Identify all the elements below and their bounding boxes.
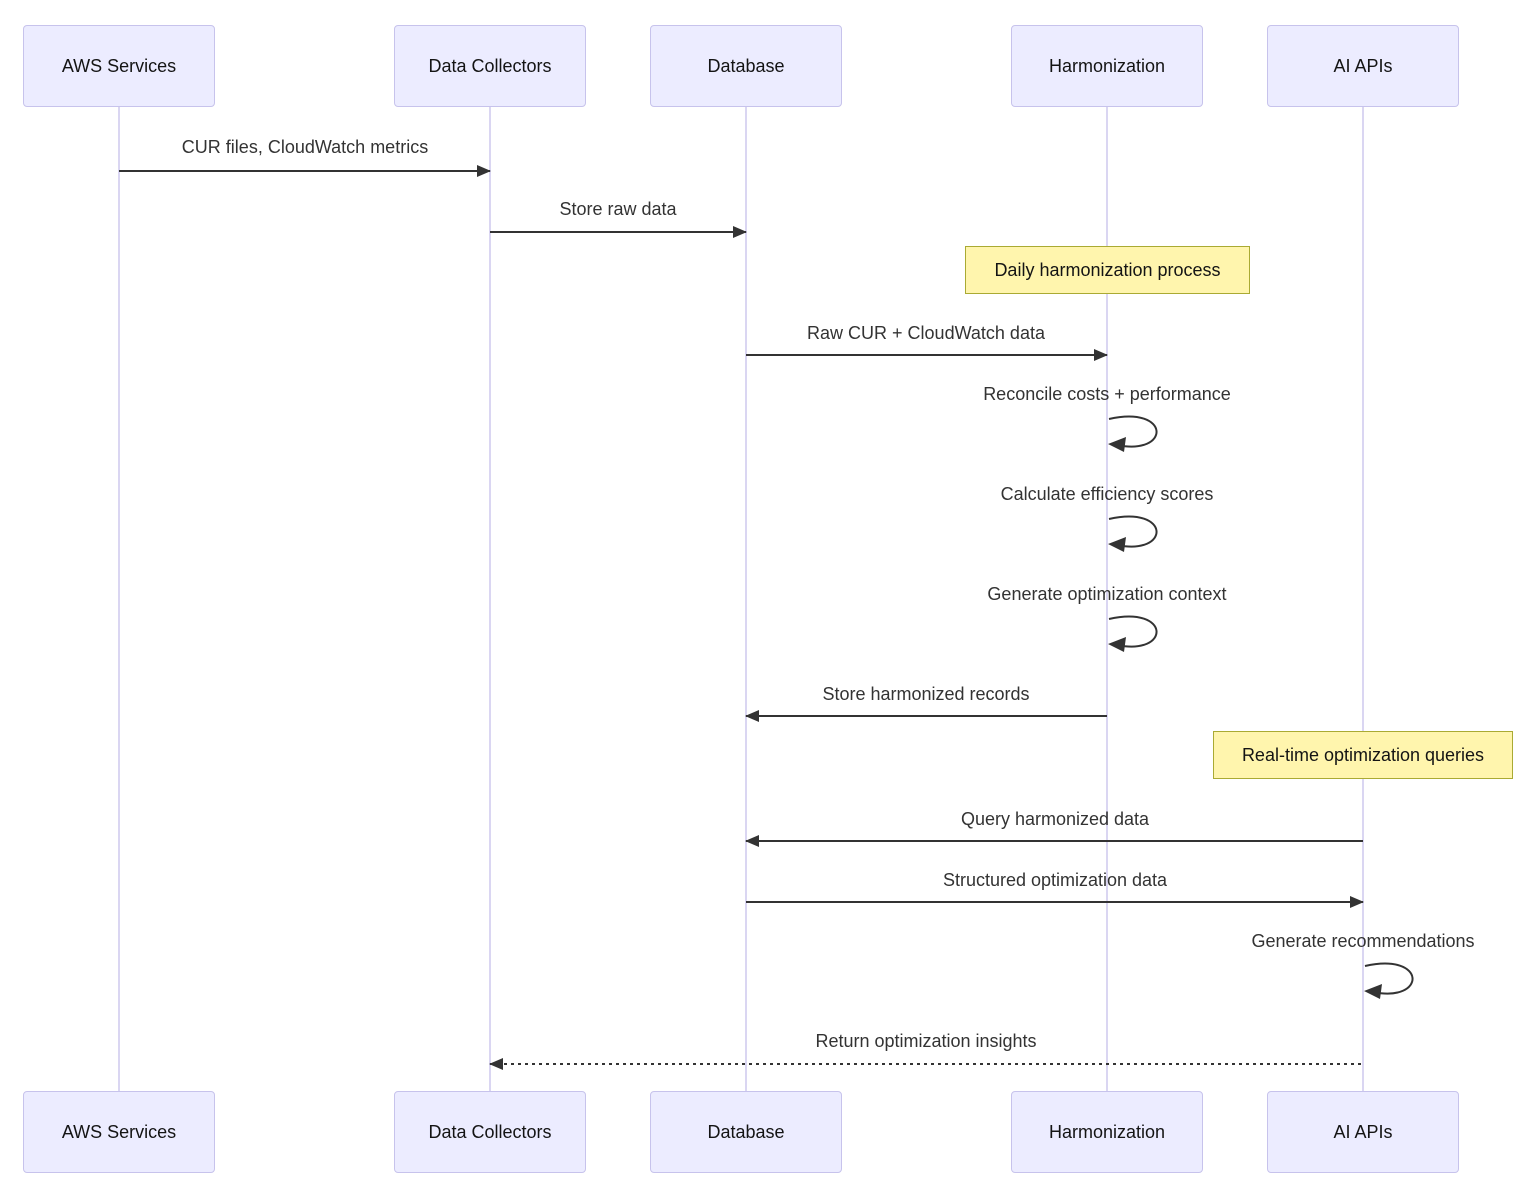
arrowhead-left-icon <box>745 835 759 847</box>
participant-bottom-ai-apis: AI APIs <box>1267 1091 1459 1173</box>
self-loop-arrow <box>1108 515 1158 552</box>
message-label: Raw CUR + CloudWatch data <box>807 323 1045 343</box>
participant-top-data-collectors: Data Collectors <box>394 25 586 107</box>
message-label: Generate recommendations <box>1251 931 1475 951</box>
message-label: Store harmonized records <box>822 684 1030 704</box>
message-label: Calculate efficiency scores <box>1000 484 1214 504</box>
lifeline-ai-apis <box>1362 107 1364 1091</box>
message-label: Store raw data <box>559 199 677 219</box>
lifeline-aws-services <box>118 107 120 1091</box>
message-label: Generate optimization context <box>987 584 1227 604</box>
participant-top-ai-apis: AI APIs <box>1267 25 1459 107</box>
participant-top-database: Database <box>650 25 842 107</box>
message-arrow <box>745 835 1363 847</box>
message-arrow <box>746 349 1108 361</box>
arrowhead-left-icon <box>745 710 759 722</box>
message-arrow <box>490 226 747 238</box>
participant-top-harmonization: Harmonization <box>1011 25 1203 107</box>
arrowhead-right-icon <box>1350 896 1364 908</box>
message-arrow <box>119 165 491 177</box>
message-arrow-dotted <box>489 1058 1363 1070</box>
participant-top-aws-services: AWS Services <box>23 25 215 107</box>
note-daily-harmonization: Daily harmonization process <box>965 246 1250 294</box>
lifeline-data-collectors <box>489 107 491 1091</box>
arrowhead-right-icon <box>477 165 491 177</box>
lifeline-database <box>745 107 747 1091</box>
message-label: CUR files, CloudWatch metrics <box>181 137 429 157</box>
participant-bottom-database: Database <box>650 1091 842 1173</box>
arrowhead-right-icon <box>1094 349 1108 361</box>
arrowhead-right-icon <box>733 226 747 238</box>
message-label: Return optimization insights <box>815 1031 1037 1051</box>
participant-bottom-data-collectors: Data Collectors <box>394 1091 586 1173</box>
note-realtime-queries: Real-time optimization queries <box>1213 731 1513 779</box>
participant-bottom-aws-services: AWS Services <box>23 1091 215 1173</box>
participant-bottom-harmonization: Harmonization <box>1011 1091 1203 1173</box>
arrowhead-left-icon <box>489 1058 503 1070</box>
message-arrow <box>746 896 1364 908</box>
self-loop-arrow <box>1364 962 1414 999</box>
message-arrow <box>745 710 1107 722</box>
self-loop-arrow <box>1108 415 1158 452</box>
message-label: Structured optimization data <box>942 870 1168 890</box>
message-label: Reconcile costs + performance <box>983 384 1231 404</box>
self-loop-arrow <box>1108 615 1158 652</box>
lifeline-harmonization <box>1106 107 1108 1091</box>
message-label: Query harmonized data <box>960 809 1150 829</box>
